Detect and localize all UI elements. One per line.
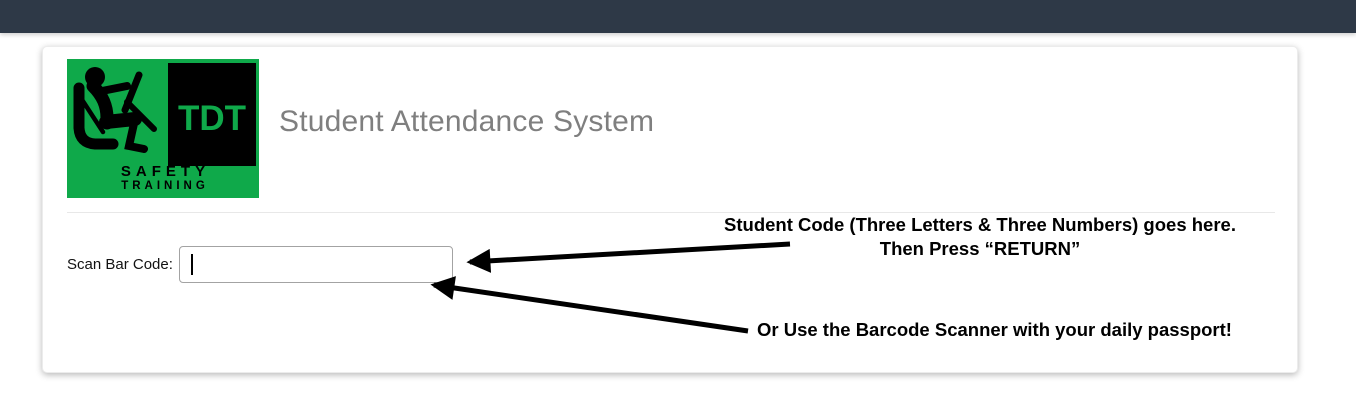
student-code-annotation-line2: Then Press “RETURN” <box>879 238 1081 259</box>
tdt-logo-text: TDT <box>177 98 247 138</box>
seated-driver-icon <box>73 67 157 153</box>
tdt-safety-training-logo: TDT SAFETY TRAINING <box>67 59 259 198</box>
header-divider <box>67 212 1275 213</box>
student-code-annotation: Student Code (Three Letters & Three Numb… <box>700 213 1260 261</box>
tdt-logo-square: TDT <box>168 63 256 166</box>
scan-bar-code-label: Scan Bar Code: <box>67 256 173 273</box>
top-bar <box>0 0 1356 33</box>
barcode-scanner-annotation: Or Use the Barcode Scanner with your dai… <box>757 319 1232 340</box>
logo-safety-text: SAFETY <box>120 163 211 180</box>
page-title: Student Attendance System <box>279 105 655 138</box>
student-code-annotation-line1: Student Code (Three Letters & Three Numb… <box>724 214 1236 235</box>
barcode-input[interactable] <box>179 246 453 283</box>
logo-training-text: TRAINING <box>121 180 209 192</box>
text-caret <box>191 254 193 275</box>
